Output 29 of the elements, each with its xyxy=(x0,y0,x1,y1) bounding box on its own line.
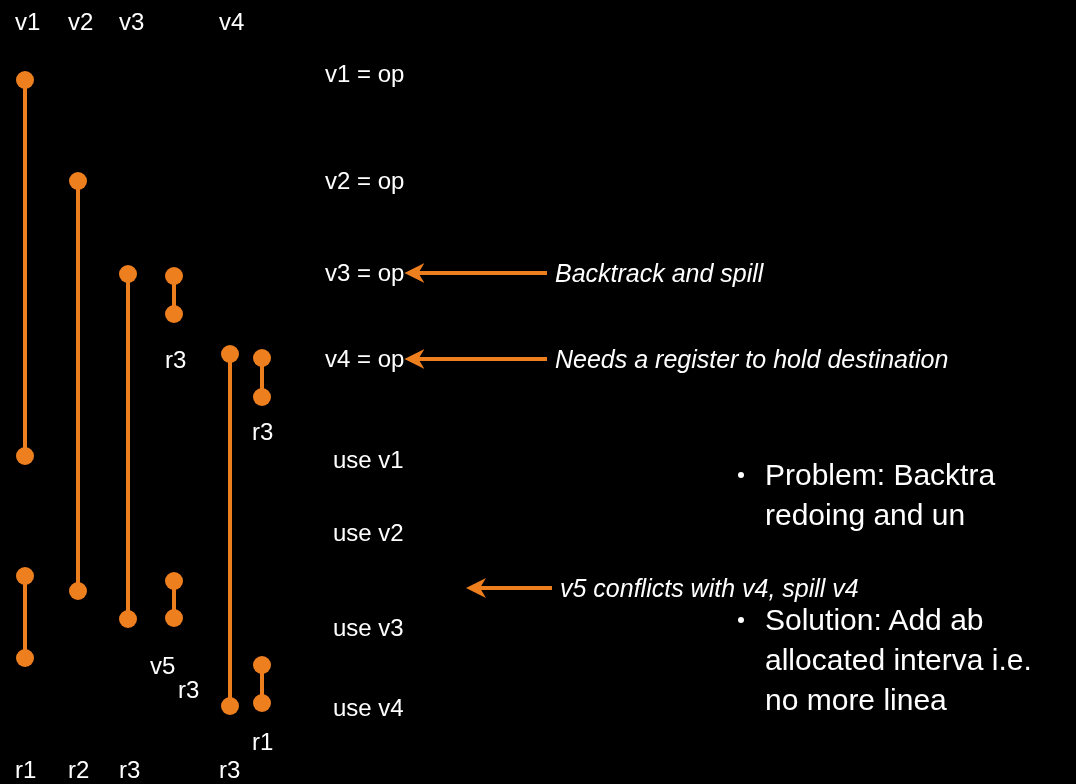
variable-label: v4 xyxy=(219,8,245,36)
instruction-text: v2 = op xyxy=(325,167,405,195)
register-label: r3 xyxy=(165,346,187,374)
instruction-text: use v1 xyxy=(333,446,404,474)
annotation-text: Needs a register to hold destination xyxy=(555,345,949,373)
bullet-text: Solution: Add ab allocated interva i.e. no more linea xyxy=(765,602,1033,718)
bullet-text: Problem: Backtra redoing and un xyxy=(765,457,997,533)
register-label: r2 xyxy=(68,756,90,784)
register-label: r3 xyxy=(178,676,200,704)
register-label: r1 xyxy=(252,728,274,756)
instruction-text: use v2 xyxy=(333,519,404,547)
register-label: r3 xyxy=(252,418,274,446)
register-label: v5 xyxy=(150,652,176,680)
instruction-text: v4 = op xyxy=(325,345,405,372)
variable-label: v2 xyxy=(68,8,94,36)
arrow xyxy=(404,263,547,283)
instruction-text: v1 = op xyxy=(325,60,405,88)
annotation-text: v5 conflicts with v4, spill v4 xyxy=(560,574,859,602)
variable-label: v1 xyxy=(15,8,41,36)
instruction-text: v3 = op xyxy=(325,259,405,286)
instruction-text: use v4 xyxy=(333,694,404,722)
register-label: r3 xyxy=(219,756,241,784)
arrow xyxy=(404,349,547,369)
instruction-text: use v3 xyxy=(333,614,404,642)
variable-label: v3 xyxy=(119,8,145,36)
register-label: r3 xyxy=(119,756,141,784)
annotation-text: Backtrack and spill xyxy=(555,259,764,287)
arrow xyxy=(466,578,552,598)
register-label: r1 xyxy=(15,756,37,784)
